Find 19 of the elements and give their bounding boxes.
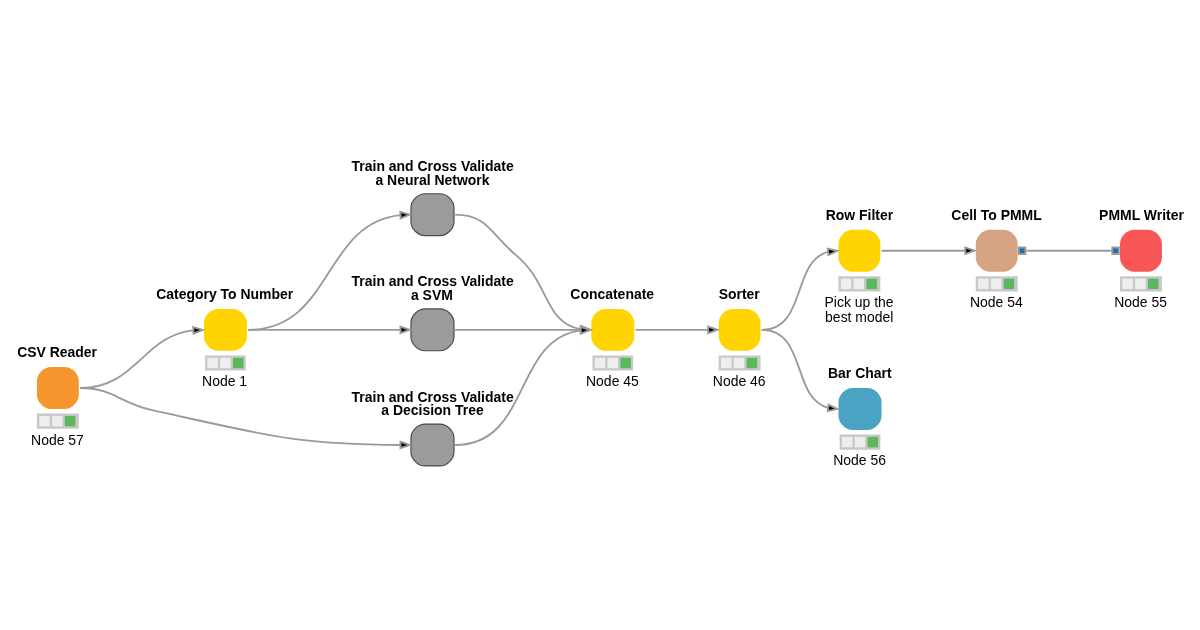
node-label: Node 57 — [31, 431, 84, 448]
node-label: Bar Chart — [828, 365, 892, 382]
node-label: Cell To PMML — [951, 207, 1042, 224]
node-label: Concatenate — [570, 286, 655, 303]
node-label: Row Filter — [825, 207, 894, 224]
node-label: Sorter — [718, 286, 760, 303]
node-label: PMML Writer — [1099, 207, 1184, 224]
node-label: Train and Cross Validate a Neural Network — [351, 158, 514, 189]
node-label: Train and Cross Validate a SVM — [351, 273, 514, 304]
node-label: Node 56 — [833, 452, 887, 469]
node-label: Node 46 — [712, 373, 766, 390]
node-label: Node 54 — [969, 294, 1023, 311]
node-label: Category To Number — [156, 286, 294, 303]
node-label: Pick up the best model — [824, 294, 894, 326]
node-label: Train and Cross Validate a Decision Tree — [351, 388, 514, 419]
node-label: Node 1 — [202, 373, 248, 390]
node-label: Node 45 — [586, 373, 639, 390]
node-label: CSV Reader — [17, 344, 98, 361]
node-label: Node 55 — [1114, 294, 1167, 311]
